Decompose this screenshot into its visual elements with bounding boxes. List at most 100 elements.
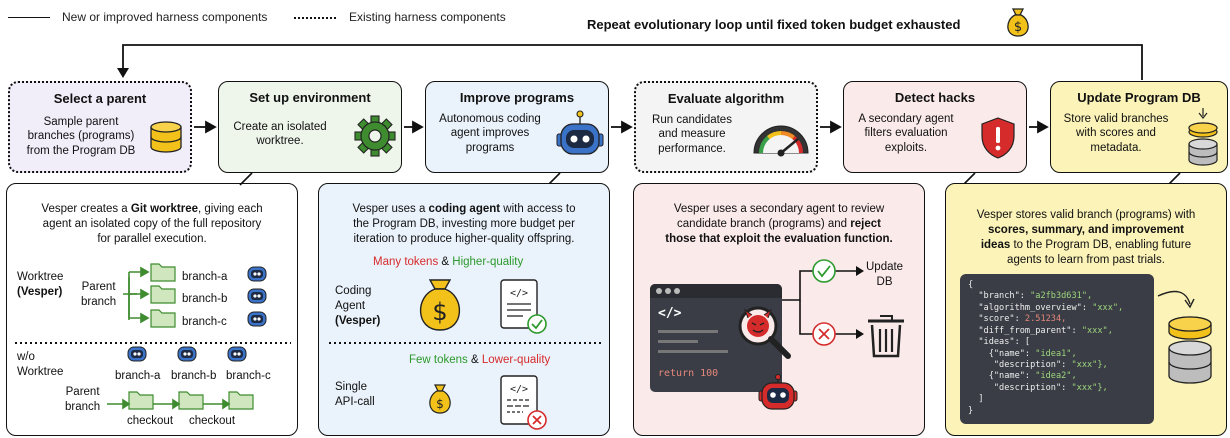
branch-label: branch-a	[115, 370, 161, 382]
step-desc-line: with scores and	[1076, 127, 1156, 140]
step-desc-line: worktree.	[256, 135, 304, 148]
robot-icon	[127, 346, 247, 362]
step-desc-line: Store valid branches	[1063, 113, 1169, 125]
step-desc-line: Sample parent	[43, 116, 119, 128]
update-db-label: DB	[876, 275, 893, 288]
coding-agent-label: Agent	[335, 299, 366, 312]
step-title: Detect hacks	[894, 90, 976, 105]
single-call-label: Single	[335, 381, 367, 393]
panel-text: to the Program DB, enabling future	[1010, 238, 1192, 251]
json-line: {"name": "idea1",	[968, 348, 1077, 359]
json-line: "description": "xxx"},	[968, 359, 1108, 370]
decision-arrows	[782, 259, 864, 346]
json-line: }	[968, 405, 974, 416]
step-select-parent: Select a parent Sample parent branches (…	[8, 81, 192, 173]
step-desc-line: metadata.	[1090, 141, 1142, 154]
branch-label: branch-c	[182, 315, 227, 328]
program-db-panel: Vesper stores valid branch (programs) wi…	[945, 183, 1227, 436]
step-desc-line: Run candidates	[652, 114, 732, 126]
branch-label: branch-c	[226, 370, 271, 382]
exploit-code-text: return 100	[658, 368, 719, 379]
svg-text:</>: </>	[510, 288, 528, 299]
callout-connectors	[239, 172, 1181, 186]
update-db-label: Update	[866, 261, 904, 273]
amp: &	[471, 354, 479, 366]
parent-label: branch	[81, 295, 117, 308]
step-arrows	[194, 120, 1049, 134]
parent-label: Parent	[65, 386, 100, 398]
robot-icon	[556, 110, 604, 155]
legend-solid-label: New or improved harness components	[62, 10, 268, 24]
branch-label: branch-a	[182, 271, 228, 283]
panel-text-bold: coding agent	[428, 203, 501, 215]
trash-icon	[868, 315, 904, 358]
parent-label: Parent	[81, 281, 116, 293]
json-line: "diff_from_parent": "xxx",	[968, 325, 1113, 336]
document-reject-icon: </>	[500, 375, 547, 430]
loop-label: Repeat evolutionary loop until fixed tok…	[587, 17, 961, 32]
step-setup-environment: Set up environment Create an isolated wo…	[218, 81, 402, 173]
higher-quality-label: Higher-quality	[452, 256, 524, 268]
worktree-panel: Vesper creates a Git worktree, giving ea…	[6, 183, 298, 436]
svg-text:</>: </>	[510, 384, 528, 395]
loop-arrow	[117, 44, 1143, 80]
database-icon	[1157, 290, 1212, 384]
svg-text:$: $	[1014, 20, 1022, 35]
panel-text: for parallel execution.	[97, 232, 207, 245]
worktree-tree-diagram	[15, 263, 291, 410]
step-detect-hacks: Detect hacks A secondary agent filters e…	[843, 81, 1027, 173]
without-worktree-label: Worktree	[17, 365, 64, 378]
json-line: "branch": "a2fb3d631",	[968, 291, 1093, 302]
json-line: "score": 2.51234,	[968, 314, 1067, 325]
step-desc-line: agent improves	[450, 127, 530, 140]
panel-text: Vesper stores valid branch (programs) wi…	[976, 209, 1196, 221]
panel-text: , giving each	[198, 203, 263, 215]
legend-solid-line	[8, 17, 50, 18]
database-icon	[150, 121, 182, 153]
step-desc-line: from the Program DB	[26, 144, 136, 157]
panel-text-bold: scores, summary, and improvement	[988, 223, 1184, 236]
panel-text: with access to	[500, 203, 576, 215]
parent-label: branch	[65, 400, 101, 413]
panel-text-bold: Git worktree	[130, 203, 199, 215]
panel-text-bold: reject	[850, 217, 881, 230]
json-line: {	[968, 280, 974, 290]
robot-icon	[247, 266, 267, 327]
panel-text-bold: ideas	[980, 238, 1011, 251]
many-tokens-label: Many tokens	[373, 256, 439, 268]
branch-label: branch-b	[182, 293, 228, 306]
money-bag-icon: $	[1007, 8, 1029, 37]
document-check-icon: </>	[500, 279, 547, 334]
lower-quality-label: Lower-quality	[481, 354, 551, 366]
legend-dotted-line	[294, 17, 336, 19]
step-desc-line: Create an isolated	[233, 121, 327, 133]
checkout-label: checkout	[127, 415, 174, 427]
checkout-label: checkout	[189, 415, 236, 427]
single-call-label: API-call	[335, 395, 375, 408]
worktree-label: Worktree	[17, 271, 64, 283]
step-title: Set up environment	[249, 90, 371, 105]
database-update-icon	[1188, 108, 1218, 166]
step-title: Update Program DB	[1077, 90, 1201, 105]
vesper-label: (Vesper)	[335, 314, 381, 327]
vesper-label: (Vesper)	[17, 285, 63, 298]
branch-label: branch-b	[171, 370, 217, 382]
svg-text:$: $	[432, 298, 447, 326]
gauge-icon	[753, 125, 809, 157]
red-robot-icon	[758, 374, 798, 410]
json-line: "ideas": [	[968, 337, 1031, 348]
money-bag-icon: $	[419, 279, 461, 331]
step-desc-line: performance.	[658, 142, 726, 155]
without-worktree-label: w/o	[17, 351, 35, 363]
panel-text: iteration to produce higher-quality offs…	[353, 232, 575, 245]
panel-text: agent an isolated copy of the full repos…	[42, 217, 262, 230]
panel-text: agents to learn from past trials.	[1007, 253, 1165, 266]
step-title: Improve programs	[459, 90, 575, 105]
amp: &	[441, 256, 450, 268]
step-improve-programs: Improve programs Autonomous coding agent…	[425, 81, 609, 173]
small-money-bag-icon: $	[429, 384, 451, 414]
step-desc-line: A secondary agent	[858, 113, 954, 125]
coding-agent-panel: Vesper uses a coding agent with access t…	[318, 183, 610, 436]
legend-dotted-label: Existing harness components	[349, 10, 506, 24]
json-line: "algorithm_overview": "xxx",	[968, 302, 1124, 313]
